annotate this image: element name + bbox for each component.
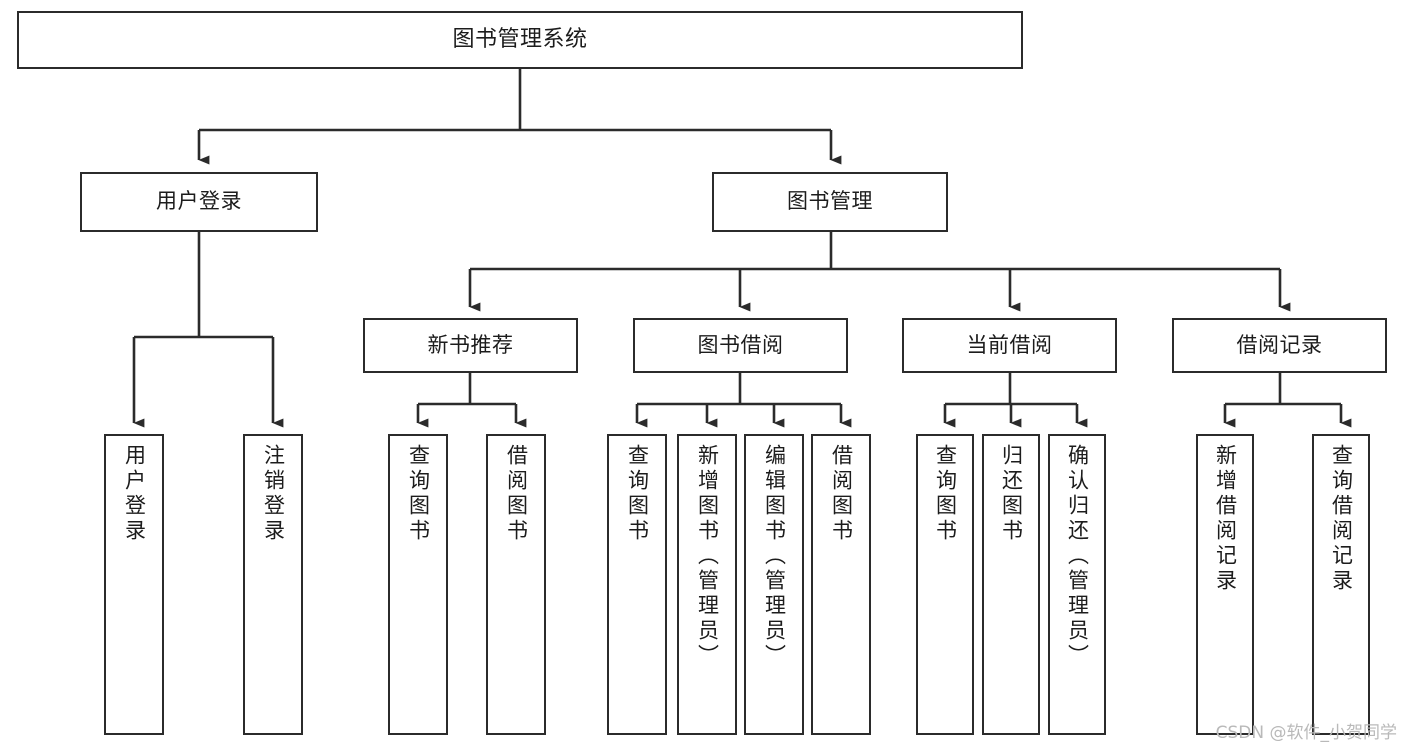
- node-leaf-logout[interactable]: 注销登录: [243, 434, 303, 735]
- node-root-label: 图书管理系统: [452, 26, 588, 52]
- node-book-manage[interactable]: 图书管理: [712, 172, 948, 232]
- node-leaf-logout-label: 注销登录: [261, 444, 286, 544]
- node-leaf-query-book-1[interactable]: 查询图书: [388, 434, 448, 735]
- node-user-login[interactable]: 用户登录: [80, 172, 318, 232]
- node-leaf-confirm-return[interactable]: 确认归还（管理员）: [1048, 434, 1106, 735]
- node-leaf-borrow-book-2-label: 借阅图书: [829, 444, 854, 544]
- node-leaf-add-book-label: 新增图书（管理员）: [695, 444, 720, 669]
- node-leaf-user-login[interactable]: 用户登录: [104, 434, 164, 735]
- node-book-borrow-label: 图书借阅: [697, 332, 784, 357]
- node-current-borrow-label: 当前借阅: [966, 332, 1053, 357]
- node-borrow-record[interactable]: 借阅记录: [1172, 318, 1387, 373]
- node-current-borrow[interactable]: 当前借阅: [902, 318, 1117, 373]
- node-book-borrow[interactable]: 图书借阅: [633, 318, 848, 373]
- node-book-manage-label: 图书管理: [787, 189, 873, 214]
- node-leaf-query-record[interactable]: 查询借阅记录: [1312, 434, 1370, 735]
- node-borrow-record-label: 借阅记录: [1236, 332, 1323, 357]
- node-leaf-user-login-label: 用户登录: [122, 444, 147, 544]
- node-user-login-label: 用户登录: [156, 189, 242, 214]
- node-leaf-query-book-2-label: 查询图书: [625, 444, 650, 544]
- node-leaf-query-book-1-label: 查询图书: [406, 444, 431, 544]
- node-leaf-query-record-label: 查询借阅记录: [1329, 444, 1354, 594]
- node-leaf-borrow-book-2[interactable]: 借阅图书: [811, 434, 871, 735]
- node-leaf-add-book[interactable]: 新增图书（管理员）: [677, 434, 737, 735]
- node-leaf-return-book[interactable]: 归还图书: [982, 434, 1040, 735]
- node-leaf-query-book-3-label: 查询图书: [933, 444, 958, 544]
- watermark-text: CSDN @软件_小贺同学: [1215, 723, 1397, 743]
- node-leaf-query-book-3[interactable]: 查询图书: [916, 434, 974, 735]
- node-leaf-add-record[interactable]: 新增借阅记录: [1196, 434, 1254, 735]
- node-leaf-add-record-label: 新增借阅记录: [1213, 444, 1238, 594]
- node-leaf-borrow-book-1-label: 借阅图书: [504, 444, 529, 544]
- node-root[interactable]: 图书管理系统: [17, 11, 1023, 69]
- node-leaf-query-book-2[interactable]: 查询图书: [607, 434, 667, 735]
- node-new-book-rec-label: 新书推荐: [427, 332, 514, 357]
- node-leaf-borrow-book-1[interactable]: 借阅图书: [486, 434, 546, 735]
- node-leaf-edit-book-label: 编辑图书（管理员）: [762, 444, 787, 669]
- node-leaf-confirm-return-label: 确认归还（管理员）: [1065, 444, 1090, 669]
- node-new-book-rec[interactable]: 新书推荐: [363, 318, 578, 373]
- node-leaf-edit-book[interactable]: 编辑图书（管理员）: [744, 434, 804, 735]
- node-leaf-return-book-label: 归还图书: [999, 444, 1024, 544]
